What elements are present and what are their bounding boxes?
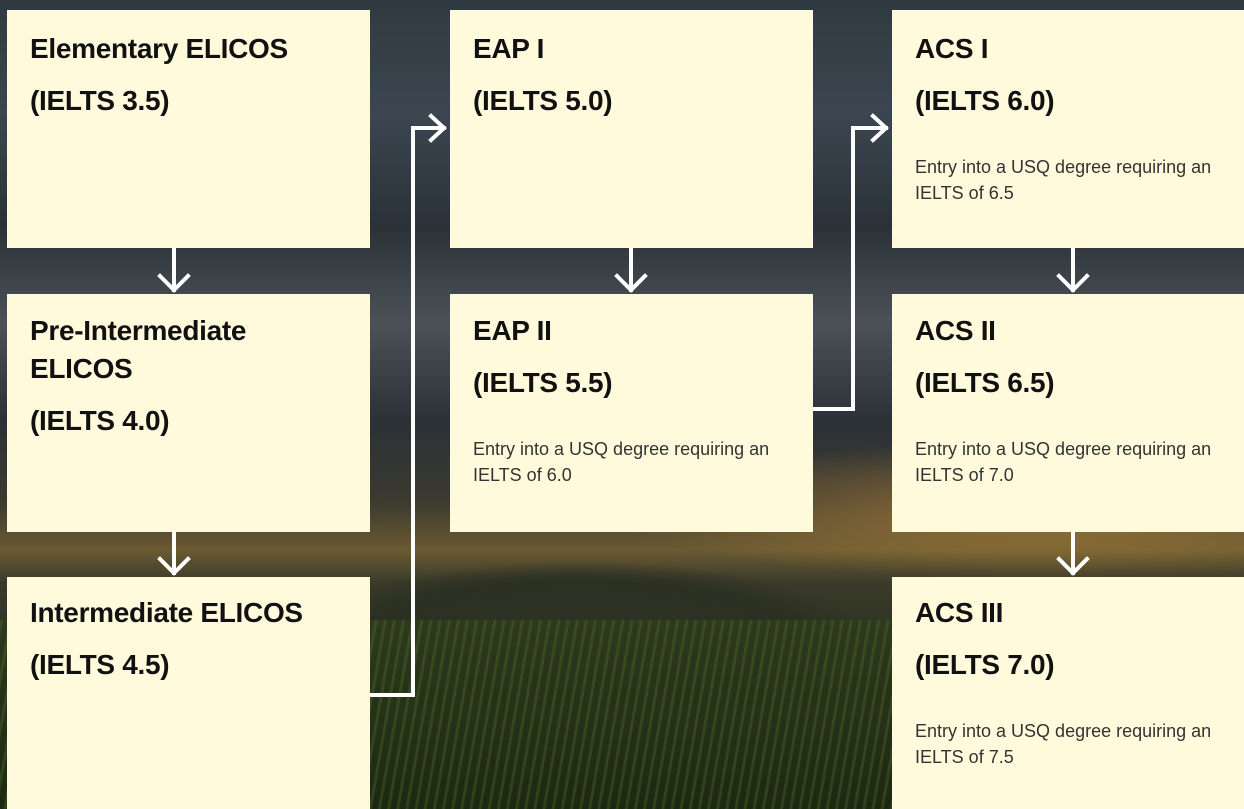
- card-ielts: (IELTS 5.0): [473, 85, 613, 116]
- card-title: Intermediate ELICOS: [30, 597, 303, 628]
- card-pre-intermediate-elicos: Pre-Intermediate ELICOS (IELTS 4.0): [7, 294, 370, 532]
- card-acs-1: ACS I (IELTS 6.0) Entry into a USQ degre…: [892, 10, 1244, 248]
- card-eap-2: EAP II (IELTS 5.5) Entry into a USQ degr…: [450, 294, 813, 532]
- card-title: EAP II: [473, 315, 552, 346]
- card-ielts: (IELTS 6.5): [915, 367, 1055, 398]
- card-title: ACS I: [915, 33, 989, 64]
- card-ielts: (IELTS 3.5): [30, 85, 170, 116]
- card-ielts: (IELTS 7.0): [915, 649, 1055, 680]
- arrow-down-icon: [1056, 532, 1090, 576]
- card-ielts: (IELTS 4.5): [30, 649, 170, 680]
- card-description: Entry into a USQ degree requiring an IEL…: [915, 157, 1212, 203]
- card-title: ACS III: [915, 597, 1004, 628]
- card-title: Elementary ELICOS: [30, 33, 288, 64]
- card-intermediate-elicos: Intermediate ELICOS (IELTS 4.5): [7, 577, 370, 809]
- card-description: Entry into a USQ degree requiring an IEL…: [915, 721, 1212, 767]
- card-acs-2: ACS II (IELTS 6.5) Entry into a USQ degr…: [892, 294, 1244, 532]
- arrow-down-icon: [157, 532, 191, 576]
- card-ielts: (IELTS 5.5): [473, 367, 613, 398]
- arrow-down-icon: [1056, 248, 1090, 293]
- arrow-down-icon: [614, 248, 648, 293]
- arrow-down-icon: [157, 248, 191, 293]
- card-elementary-elicos: Elementary ELICOS (IELTS 3.5): [7, 10, 370, 248]
- arrow-right-connector-icon: [370, 113, 447, 697]
- card-title: Pre-Intermediate ELICOS: [30, 315, 247, 384]
- card-eap-1: EAP I (IELTS 5.0): [450, 10, 813, 248]
- card-acs-3: ACS III (IELTS 7.0) Entry into a USQ deg…: [892, 577, 1244, 809]
- card-ielts: (IELTS 6.0): [915, 85, 1055, 116]
- card-description: Entry into a USQ degree requiring an IEL…: [473, 439, 770, 485]
- card-description: Entry into a USQ degree requiring an IEL…: [915, 439, 1212, 485]
- card-title: ACS II: [915, 315, 996, 346]
- arrow-right-connector-icon: [813, 113, 889, 411]
- card-title: EAP I: [473, 33, 545, 64]
- card-ielts: (IELTS 4.0): [30, 405, 170, 436]
